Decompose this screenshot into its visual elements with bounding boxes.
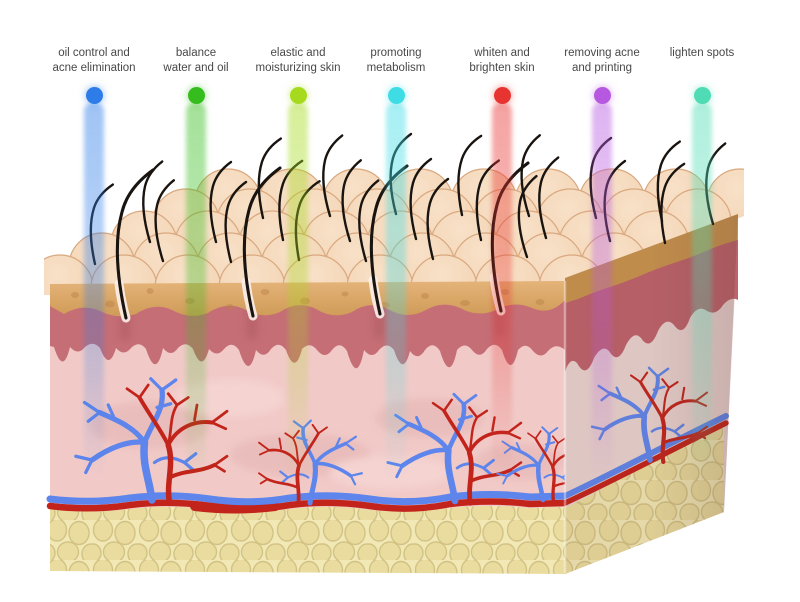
- side-edge-shadow: [565, 214, 738, 574]
- legend-label: oil control and acne elimination: [52, 47, 136, 74]
- light-dot: [289, 87, 307, 104]
- tan-speckles: [71, 288, 545, 310]
- capillary-line-red: [46, 498, 569, 513]
- fat-layer-front: [50, 506, 565, 574]
- light-dot: [85, 87, 103, 104]
- legend-item: oil control and acne elimination: [34, 46, 154, 104]
- legend-item: lighten spots: [642, 46, 762, 104]
- legend-item: removing acne and printing: [542, 46, 662, 104]
- legend-label: removing acne and printing: [564, 47, 640, 74]
- tan-layer-front: [50, 281, 565, 317]
- light-dot: [493, 87, 511, 104]
- legend-item: elastic and moisturizing skin: [238, 46, 358, 104]
- legend-label: elastic and moisturizing skin: [255, 47, 341, 74]
- capillary-line-red-thick: [190, 501, 280, 514]
- legend-label: whiten and brighten skin: [469, 47, 535, 74]
- right-face: [562, 214, 738, 574]
- light-dot: [387, 87, 405, 104]
- legend-label: promoting metabolism: [366, 47, 426, 74]
- capillary-line-blue: [46, 491, 569, 506]
- legend-label: balance water and oil: [163, 47, 229, 74]
- light-dot: [593, 87, 611, 104]
- legend-item: whiten and brighten skin: [442, 46, 562, 104]
- light-dot: [187, 87, 205, 104]
- light-dot: [693, 87, 711, 104]
- front-face: [46, 281, 588, 574]
- legend-item: balance water and oil: [136, 46, 256, 104]
- legend-item: promoting metabolism: [336, 46, 456, 104]
- legend-label: lighten spots: [669, 47, 735, 59]
